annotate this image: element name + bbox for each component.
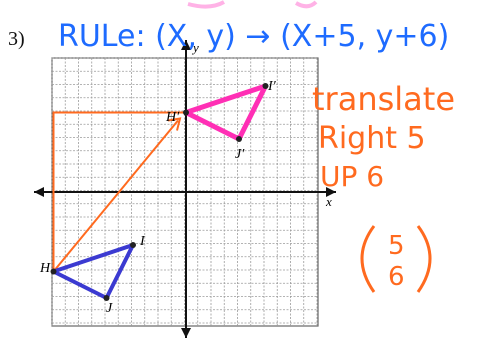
handwritten-notes: translate Right 5 UP 6 5 6: [312, 80, 455, 293]
left-parenthesis: [360, 225, 376, 293]
vertex-label-j-prime: J′: [235, 147, 245, 162]
x-axis-right-arrow-icon: [326, 187, 336, 197]
vertex-dot: [103, 295, 110, 301]
vertex-dot: [262, 83, 269, 89]
right-parenthesis: [416, 225, 432, 293]
up-then-right-path: [52, 111, 186, 272]
vector-y: 6: [388, 262, 405, 292]
note-right: Right 5: [318, 121, 426, 156]
highlight-mark-right: [294, 0, 318, 9]
vertex-label-j: J: [106, 301, 113, 316]
note-up: UP 6: [320, 160, 384, 193]
y-axis-up-arrow-icon: [181, 40, 191, 50]
vertex-label-i-prime: I′: [267, 79, 277, 94]
x-axis-label: x: [325, 194, 332, 209]
original-triangle: [51, 243, 135, 300]
vertex-label-h-prime: H′: [165, 110, 180, 125]
problem-number: 3): [8, 28, 25, 50]
vertex-dot: [50, 268, 57, 275]
y-axis: [181, 40, 191, 338]
vertex-label-h: H: [39, 261, 51, 276]
translation-rule: RULe: (X, y) → (X+5, y+6): [58, 19, 449, 54]
y-axis-down-arrow-icon: [181, 328, 191, 338]
highlight-mark-left: [187, 0, 225, 9]
translation-construction: [52, 111, 186, 273]
image-triangle: [183, 83, 268, 142]
vertex-label-i: I: [139, 234, 146, 249]
vertex-dot: [130, 242, 136, 248]
x-axis-left-arrow-icon: [34, 187, 44, 197]
y-axis-label: y: [191, 40, 199, 55]
vector-x: 5: [388, 231, 405, 261]
translation-arrow: [52, 119, 179, 273]
arrowhead-icon: [167, 117, 182, 131]
vertex-points: [50, 83, 269, 301]
vertex-dot: [183, 109, 189, 116]
vertex-dot: [236, 136, 242, 142]
note-translate: translate: [312, 80, 455, 118]
